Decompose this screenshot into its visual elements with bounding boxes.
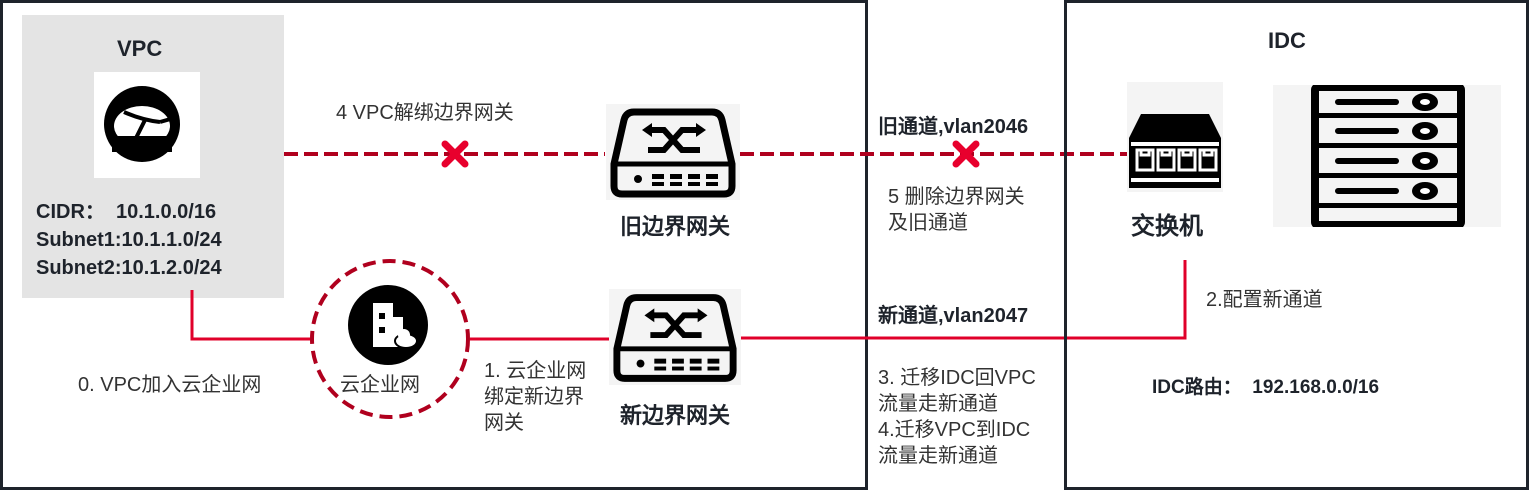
step5-delete-label: 5 删除边界网关 及旧通道 [888,184,1025,236]
switch-icon[interactable] [1127,82,1223,192]
step4-unbind-label: 4 VPC解绑边界网关 [336,102,514,124]
new-gateway-label: 新边界网关 [620,403,731,428]
step34-migrate-label: 3. 迁移IDC回VPC 流量走新通道 4.迁移VPC到IDC 流量走新通道 [878,365,1036,469]
server-rack-icon [1273,83,1501,229]
step34-line: 3. 迁移IDC回VPC [878,367,1036,389]
x-mark-icon [441,140,469,168]
vpc-cloud-icon [94,72,200,178]
step34-line: 流量走新通道 [878,393,998,415]
vpc-title: VPC [117,36,163,61]
new-channel-line [740,260,1187,340]
cloud-region-frame [0,0,868,490]
step0-label: 0. VPC加入云企业网 [78,374,262,396]
ccn-label: 云企业网 [340,374,420,396]
x-mark-icon [952,140,980,168]
step1-line: 网关 [484,412,524,434]
old-gateway-router-icon[interactable] [606,104,740,200]
switch-label: 交换机 [1131,213,1203,240]
new-gateway-router-icon[interactable] [609,289,741,385]
step5-line: 5 删除边界网关 [888,186,1025,208]
step2-configure-label: 2.配置新通道 [1206,289,1323,311]
vpc-subnet1: Subnet1:10.1.1.0/24 [36,229,222,251]
vpc-subnet2: Subnet2:10.1.2.0/24 [36,257,222,279]
vpc-to-ccn-line [190,290,310,341]
idc-title: IDC [1268,28,1306,53]
ccn-dashed-circle [310,259,470,419]
step1-line: 1. 云企业网 [484,360,587,382]
step5-line: 及旧通道 [888,212,968,234]
vpc-cidr: CIDR： 10.1.0.0/16 [36,201,217,223]
step34-line: 流量走新通道 [878,445,998,467]
idc-route-label: IDC路由： 192.168.0.0/16 [1152,377,1380,398]
step34-line: 4.迁移VPC到IDC [878,419,1031,441]
step1-line: 绑定新边界 [484,386,584,408]
old-gateway-label: 旧边界网关 [620,214,731,239]
step1-bind-label: 1. 云企业网 绑定新边界 网关 [484,358,586,436]
building-cloud-icon [346,283,430,367]
old-channel-label: 旧通道,vlan2046 [878,116,1029,138]
new-channel-label: 新通道,vlan2047 [878,305,1029,327]
idc-frame-left-edge [1064,0,1067,490]
